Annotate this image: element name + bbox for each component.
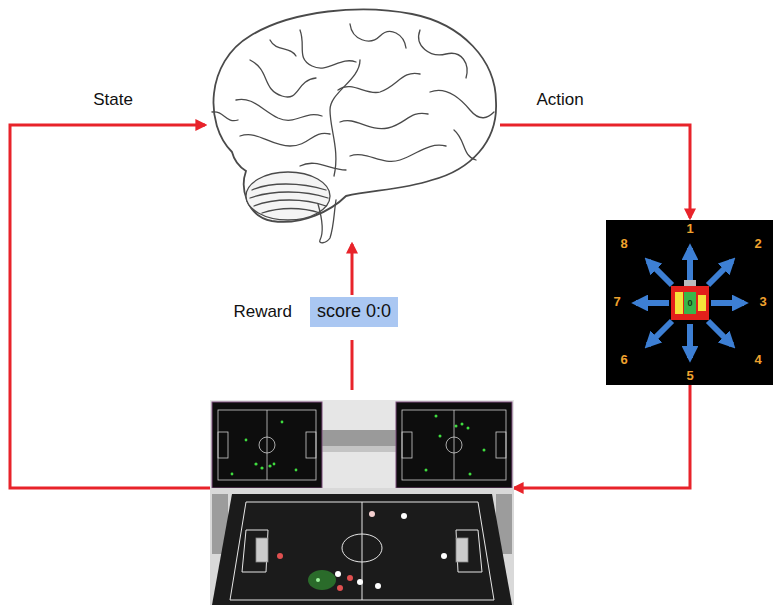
reward-label: Reward: [233, 302, 292, 322]
action-label: Action: [536, 90, 583, 110]
action-number: 1: [686, 222, 693, 237]
score-text: score 0:0: [317, 301, 391, 323]
action-panel: 1 2 3 4 5 6 7 8 0: [606, 220, 773, 385]
action-to-env-arrow: [514, 385, 690, 488]
soccer-simulation: [210, 400, 514, 605]
reward-arrow: [351, 244, 354, 295]
action-number: 2: [754, 237, 761, 252]
action-panel: [606, 220, 773, 385]
action-number: 8: [620, 237, 627, 252]
brain-illustration: [212, 9, 496, 242]
state-label: State: [93, 90, 133, 110]
action-number: 4: [754, 353, 761, 368]
action-number: 7: [613, 295, 620, 310]
state-arrow: [10, 125, 210, 488]
action-number: 6: [620, 353, 627, 368]
action-number: 5: [686, 369, 693, 384]
score-box: score 0:0: [310, 297, 398, 327]
robot-id: 0: [687, 298, 692, 308]
action-number: 3: [759, 295, 766, 310]
reward-line: [351, 340, 354, 390]
action-arrow: [500, 125, 690, 218]
